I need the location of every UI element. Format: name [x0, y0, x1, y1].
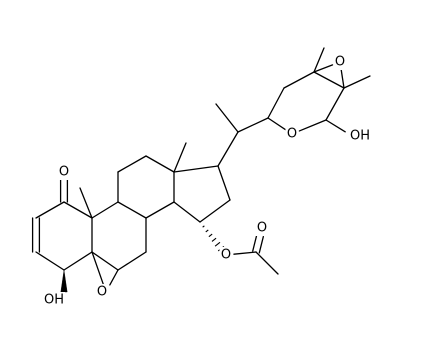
bond-C14-C15	[173, 201, 201, 223]
bond-Cac-Oac2	[252, 234, 265, 254]
bond-C25-C26	[325, 87, 345, 121]
bond-C6-C7	[117, 251, 147, 271]
bond-C24-C24m	[313, 47, 325, 73]
bond-C17-C13	[173, 165, 219, 173]
bond-C20-C22	[237, 117, 269, 133]
atom-label-bg-O26	[349, 128, 371, 144]
bond-C24-C25	[313, 71, 345, 89]
atom-label-bg-O1	[57, 164, 71, 180]
bond-C6-Oep1	[109, 269, 119, 286]
bond-C2-C3	[31, 217, 41, 253]
bond-Cac-Cme	[255, 251, 279, 275]
bond-C20-C21	[215, 103, 239, 133]
bond-C4-O4	[60, 269, 68, 293]
atoms-layer: O OH O O O O O OH	[43, 54, 371, 308]
bond-C4-C5	[63, 251, 93, 271]
atom-label-bg-Oep2	[333, 54, 347, 70]
bond-C3-C4	[35, 251, 65, 271]
atom-label-O1: O	[59, 165, 69, 180]
bond-C12-C13	[145, 155, 175, 173]
bond-C16-C17	[217, 165, 231, 201]
atom-label-bg-Oac2	[255, 220, 269, 236]
bond-C1-O1	[59, 179, 69, 203]
bond-C10-C19	[79, 187, 93, 219]
bond-C8-C9	[117, 201, 147, 219]
bond-C1-C2	[35, 201, 65, 219]
bond-C26-O22	[298, 119, 327, 132]
atom-label-Oac: O	[221, 248, 231, 263]
bond-C23-C24	[283, 71, 315, 89]
atom-label-bg-Oep1	[95, 284, 109, 300]
bond-C15-C16	[199, 199, 231, 223]
bond-C24-Oep2	[313, 64, 334, 73]
bond-C5-Oep1	[91, 251, 105, 286]
bond-C11-C12	[117, 155, 147, 173]
atom-label-Oep2: O	[335, 55, 345, 70]
atom-label-bg-O22	[285, 126, 299, 142]
bond-C26-O26	[325, 119, 346, 133]
bond-C13-C18	[173, 142, 187, 173]
bond-C9-C10	[91, 201, 119, 219]
atom-label-O4: OH	[44, 293, 64, 308]
atom-label-bg-Oac	[219, 247, 233, 263]
bonds-layer	[31, 47, 371, 293]
atom-label-O22: O	[287, 127, 297, 142]
bond-C25-Oep2	[340, 69, 345, 89]
bond-C14-C8	[145, 201, 175, 219]
bond-C22-C23	[267, 87, 285, 119]
bond-C5-C6	[91, 251, 119, 271]
bond-C10-C1	[63, 201, 93, 219]
bond-C25-C25m	[343, 75, 371, 89]
atom-label-bg-O4	[43, 292, 65, 308]
bond-C17-C20	[217, 131, 239, 167]
bond-Oac-Cac	[233, 251, 257, 255]
bond-O22-C22	[267, 117, 286, 131]
atom-label-O26: OH	[350, 129, 370, 144]
atom-label-Oep1: O	[97, 285, 107, 300]
atom-label-Oac2: O	[257, 221, 267, 236]
